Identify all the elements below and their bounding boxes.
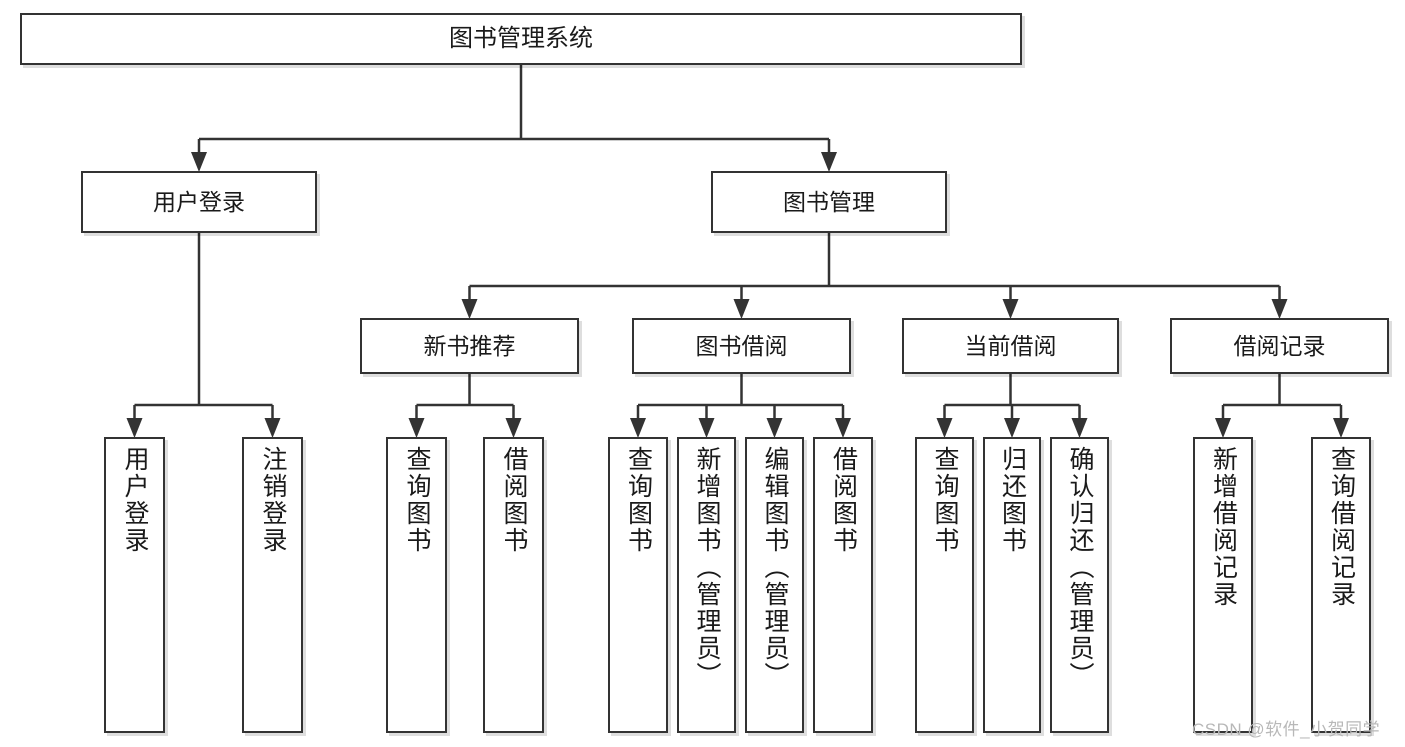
- node-new-book-rec: 新书推荐: [360, 318, 579, 374]
- node-leaf-borrow-book-1: 借阅图书: [483, 437, 544, 733]
- node-borrow-record: 借阅记录: [1170, 318, 1389, 374]
- connector-arrowhead: [191, 152, 207, 172]
- node-leaf-query-book-3: 查询图书: [915, 437, 974, 733]
- connector-arrowhead: [821, 152, 837, 172]
- connector-arrowhead: [505, 418, 522, 438]
- connector-arrowhead: [1333, 418, 1349, 438]
- node-label: 用户登录: [121, 446, 149, 554]
- node-label: 当前借阅: [964, 332, 1057, 359]
- node-book-manage: 图书管理: [711, 171, 947, 233]
- node-label: 编辑图书（管理员）: [761, 446, 789, 689]
- node-leaf-query-book-1: 查询图书: [386, 437, 447, 733]
- node-current-borrow: 当前借阅: [902, 318, 1119, 374]
- watermark: CSDN @软件_小贺同学: [1192, 720, 1381, 739]
- connector-arrowhead: [630, 418, 646, 438]
- node-leaf-confirm-return: 确认归还（管理员）: [1050, 437, 1109, 733]
- node-label: 图书管理系统: [449, 25, 593, 53]
- node-leaf-query-record: 查询借阅记录: [1311, 437, 1371, 733]
- node-leaf-add-record: 新增借阅记录: [1193, 437, 1253, 733]
- node-leaf-edit-book: 编辑图书（管理员）: [745, 437, 804, 733]
- node-label: 图书管理: [783, 188, 875, 215]
- connector-arrowhead: [461, 299, 478, 319]
- connector-arrowhead: [733, 299, 750, 319]
- node-label: 借阅记录: [1233, 332, 1326, 359]
- node-label: 确认归还（管理员）: [1066, 446, 1094, 689]
- node-label: 借阅图书: [829, 446, 858, 554]
- node-label: 注销登录: [259, 446, 287, 554]
- node-label: 新增借阅记录: [1209, 446, 1238, 608]
- connector-arrowhead: [1271, 299, 1288, 319]
- node-leaf-borrow-book-2: 借阅图书: [813, 437, 873, 733]
- connector-arrowhead: [126, 418, 143, 438]
- node-root: 图书管理系统: [20, 13, 1022, 65]
- connector-arrowhead: [1215, 418, 1231, 438]
- node-label: 新增图书（管理员）: [693, 446, 721, 689]
- connector-arrowhead: [698, 418, 715, 438]
- connector-arrowhead: [1002, 299, 1019, 319]
- node-user-login: 用户登录: [81, 171, 317, 233]
- connector-arrowhead: [1071, 418, 1088, 438]
- connector-arrowhead: [408, 418, 425, 438]
- node-label: 查询借阅记录: [1327, 446, 1356, 608]
- node-label: 借阅图书: [500, 446, 528, 554]
- node-label: 用户登录: [153, 188, 245, 215]
- node-label: 查询图书: [403, 446, 431, 554]
- node-label: 查询图书: [931, 446, 959, 554]
- connector-arrowhead: [936, 418, 953, 438]
- node-leaf-return-book: 归还图书: [983, 437, 1041, 733]
- node-label: 图书借阅: [695, 332, 788, 359]
- node-label: 新书推荐: [423, 332, 516, 359]
- node-label: 归还图书: [998, 446, 1027, 554]
- node-leaf-user-login: 用户登录: [104, 437, 165, 733]
- connector-arrowhead: [766, 418, 783, 438]
- node-label: 查询图书: [624, 446, 653, 554]
- node-leaf-user-logout: 注销登录: [242, 437, 303, 733]
- node-leaf-add-book: 新增图书（管理员）: [677, 437, 736, 733]
- connector-arrowhead: [264, 418, 281, 438]
- connector-arrowhead: [835, 418, 851, 438]
- node-leaf-query-book-2: 查询图书: [608, 437, 668, 733]
- node-book-borrow: 图书借阅: [632, 318, 851, 374]
- connector-arrowhead: [1004, 418, 1020, 438]
